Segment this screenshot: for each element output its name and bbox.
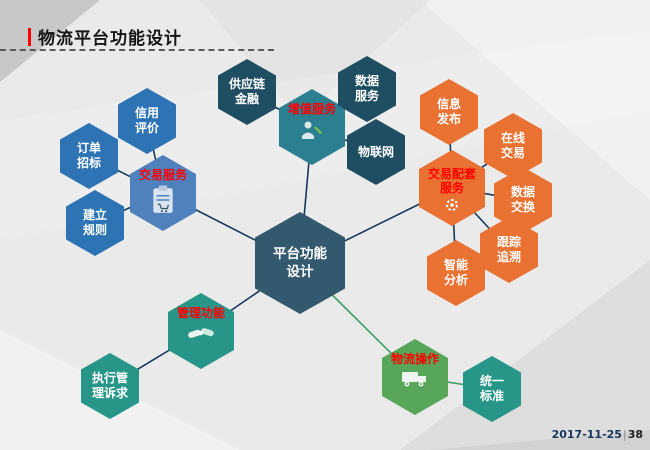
node-label: 追溯 [496, 250, 521, 264]
clipboard-cart-icon [153, 185, 173, 213]
gear-icon [446, 198, 458, 211]
node-label: 标准 [479, 389, 504, 403]
node-label: 统一 [479, 374, 504, 388]
title-accent-bar [28, 27, 31, 46]
node-label: 服务 [439, 180, 464, 195]
node-label: 管理功能 [176, 306, 225, 320]
node-label: 评价 [134, 121, 159, 135]
truck-icon [402, 372, 426, 387]
slide-date: 2017-11-25 [551, 428, 622, 441]
page-title: 物流平台功能设计 [38, 29, 182, 49]
node-label: 建立 [82, 208, 107, 222]
node-label: 分析 [443, 273, 468, 287]
node-platform-center: 平台功能 设计 [255, 212, 345, 314]
node-label: 交易 [500, 146, 525, 160]
node-label: 规则 [82, 223, 107, 237]
node-label: 在线 [500, 131, 525, 145]
footer-separator: | [622, 428, 627, 441]
node-label: 信息 [436, 97, 461, 111]
node-label: 数据 [354, 74, 379, 88]
node-label: 增值服务 [287, 102, 336, 116]
node-label: 交易服务 [138, 168, 187, 182]
handshake-icon [188, 328, 214, 338]
page-number: 38 [627, 428, 643, 441]
node-label: 信用 [134, 106, 159, 120]
node-label: 数据 [510, 185, 535, 199]
node-label: 服务 [354, 89, 379, 103]
node-label: 交易配套 [427, 166, 476, 181]
node-label: 物联网 [357, 144, 394, 159]
node-label: 招标 [76, 156, 101, 170]
node-label: 发布 [436, 112, 461, 126]
node-label: 物流操作 [390, 352, 439, 366]
node-label: 平台功能 [273, 246, 327, 262]
node-trade-service: 交易服务 [130, 155, 196, 231]
title-underline [0, 49, 274, 51]
footer: 2017-11-25|38 [552, 428, 643, 441]
person-service-icon [302, 121, 322, 139]
node-trade-support-service: 交易配套 服务 [419, 150, 485, 226]
node-label: 设计 [286, 264, 314, 280]
node-label: 交换 [510, 200, 535, 214]
node-label: 执行管 [91, 371, 128, 385]
node-label: 智能 [443, 258, 468, 272]
node-label: 订单 [76, 141, 101, 155]
node-label: 理诉求 [91, 386, 128, 400]
node-label: 金融 [234, 92, 259, 106]
node-label: 跟踪 [496, 235, 521, 249]
node-label: 供应链 [228, 77, 265, 91]
title-block: 物流平台功能设计 [28, 24, 182, 49]
